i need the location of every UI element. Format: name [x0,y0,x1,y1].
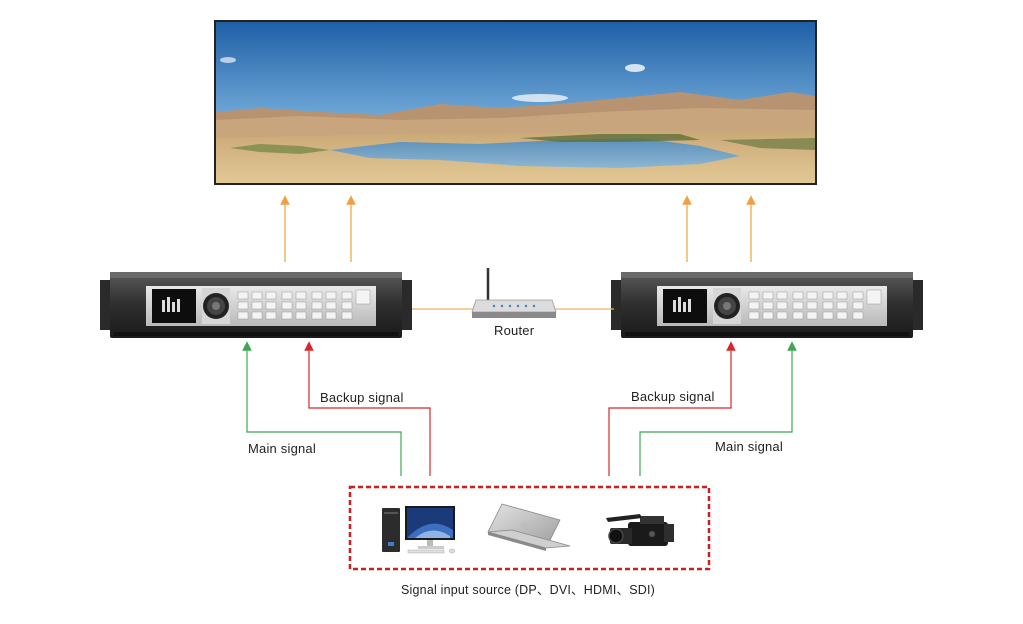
led-display-screen [214,20,817,185]
output-arrows [280,195,756,262]
laptop-icon [487,503,571,551]
signal-source-box [348,485,711,571]
main-signal-left-label: Main signal [248,441,316,456]
desktop-pc-icon [382,506,456,554]
main-signal-right-label: Main signal [715,439,783,454]
backup-signal-right-line [608,341,736,476]
backup-signal-left-line [304,341,431,476]
video-processor-right [610,271,924,339]
router-label: Router [494,323,535,338]
main-signal-right-line [639,341,797,476]
video-processor-left [99,271,413,339]
signal-source-label: Signal input source (DP、DVI、HDMI、SDI) [401,583,655,597]
main-signal-left-line [242,341,402,476]
camcorder-icon [606,514,674,546]
backup-signal-left-label: Backup signal [320,390,404,405]
backup-signal-right-label: Backup signal [631,389,715,404]
router-icon [471,268,557,318]
